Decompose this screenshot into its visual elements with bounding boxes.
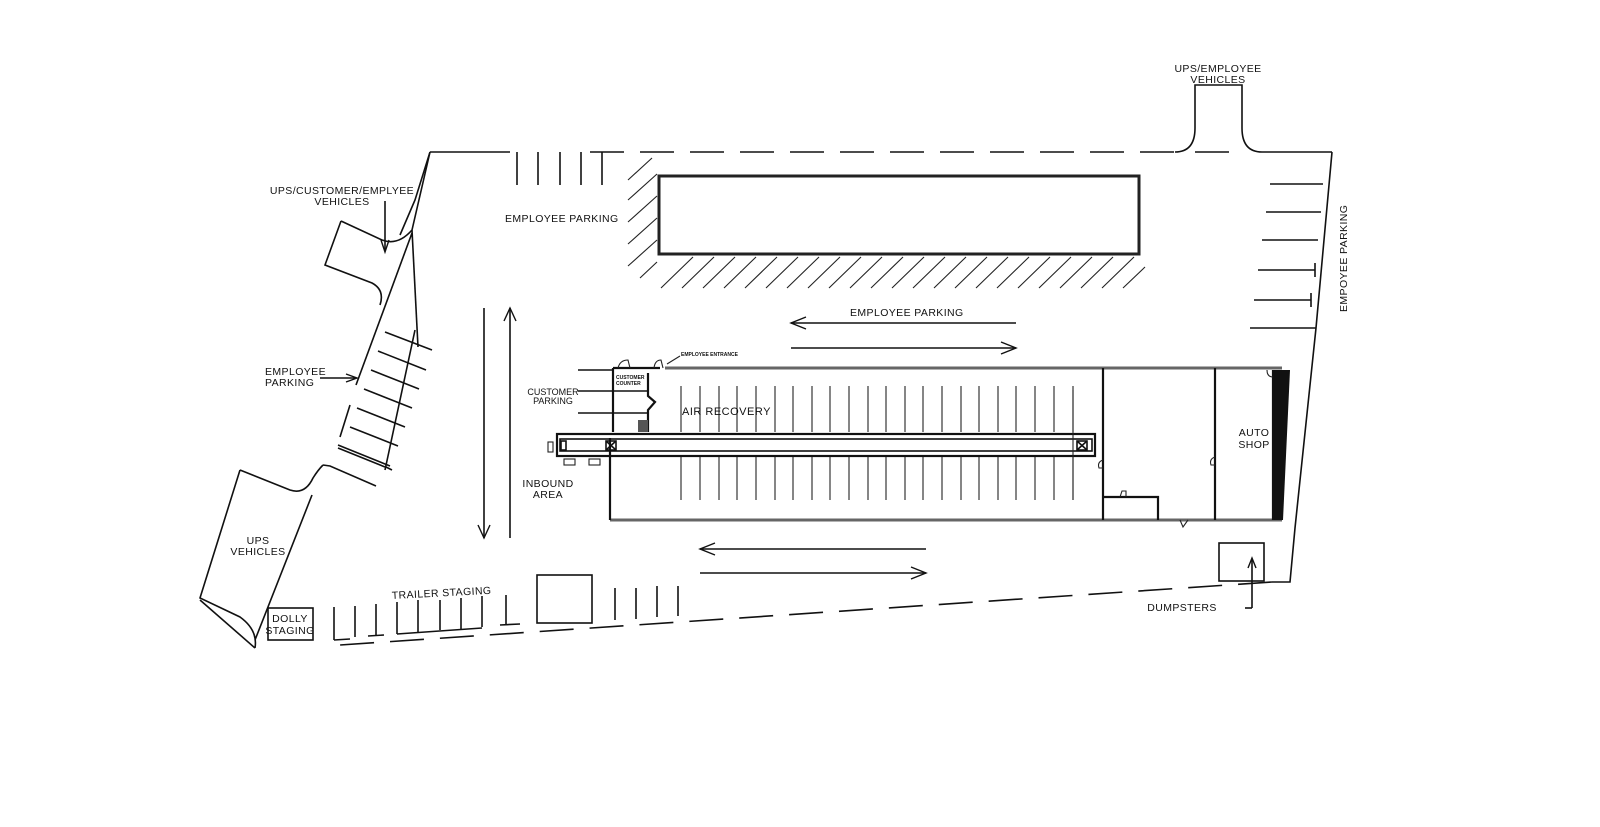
label-employee-parking-top: EMPLOYEE PARKING: [505, 213, 619, 225]
vertical-traffic-arrows: [477, 306, 517, 540]
label-ups-customer-employee-vehicles: UPS/CUSTOMER/EMPLYEE: [270, 185, 414, 197]
label-dumpsters: DUMPSTERS: [1147, 602, 1217, 614]
label-employee-parking-center: EMPLOYEE PARKING: [850, 307, 964, 319]
label-trailer-staging: TRAILER STAGING: [392, 585, 492, 602]
label-ups-employee-vehicles-2: VEHICLES: [1190, 74, 1245, 86]
label-employee-parking-left-2: PARKING: [265, 377, 314, 389]
top-parking-stalls: [516, 152, 603, 185]
left-diagonal-parking: [199, 151, 433, 649]
employee-parking-arrows: [789, 316, 1018, 355]
trailer-staging-stalls: [333, 574, 679, 641]
label-employee-parking-left: EMPLOYEE: [265, 366, 326, 378]
bottom-traffic-arrows: [698, 542, 928, 580]
label-ups-employee-vehicles: UPS/EMPLOYEE: [1174, 63, 1261, 75]
label-auto-shop: AUTO: [1239, 427, 1270, 439]
label-dolly-staging: DOLLY: [272, 613, 308, 625]
label-ups-vehicles: UPS: [247, 535, 270, 547]
label-auto-shop-2: SHOP: [1238, 439, 1269, 451]
label-employee-entrance: EMPLOYEE ENTRANCE: [681, 352, 739, 358]
label-pointers: [320, 201, 681, 383]
dumpster-pad: [1218, 542, 1265, 609]
dolly-staging-area: [267, 607, 314, 641]
label-air-recovery: AIR RECOVERY: [682, 406, 771, 418]
label-customer-parking: CUSTOMER: [527, 387, 579, 397]
right-parking-stalls: [1250, 183, 1323, 329]
label-inbound-area-2: AREA: [533, 489, 563, 501]
site-boundary: [199, 84, 1333, 649]
label-customer-parking-2: PARKING: [533, 396, 573, 406]
label-employee-parking-right: EMPOYEE PARKING: [1338, 205, 1350, 312]
label-ups-vehicles-2: VEHICLES: [230, 546, 285, 558]
parking-island: [627, 157, 1146, 289]
label-ups-customer-employee-vehicles-2: VEHICLES: [314, 196, 369, 208]
label-customer-counter-2: COUNTER: [616, 381, 641, 387]
labels: UPS/EMPLOYEE VEHICLES UPS/CUSTOMER/EMPLY…: [230, 63, 1350, 637]
main-building: [547, 359, 1290, 529]
label-customer-counter: CUSTOMER: [616, 375, 645, 381]
label-inbound-area: INBOUND: [522, 478, 573, 490]
label-dolly-staging-2: STAGING: [265, 625, 314, 637]
